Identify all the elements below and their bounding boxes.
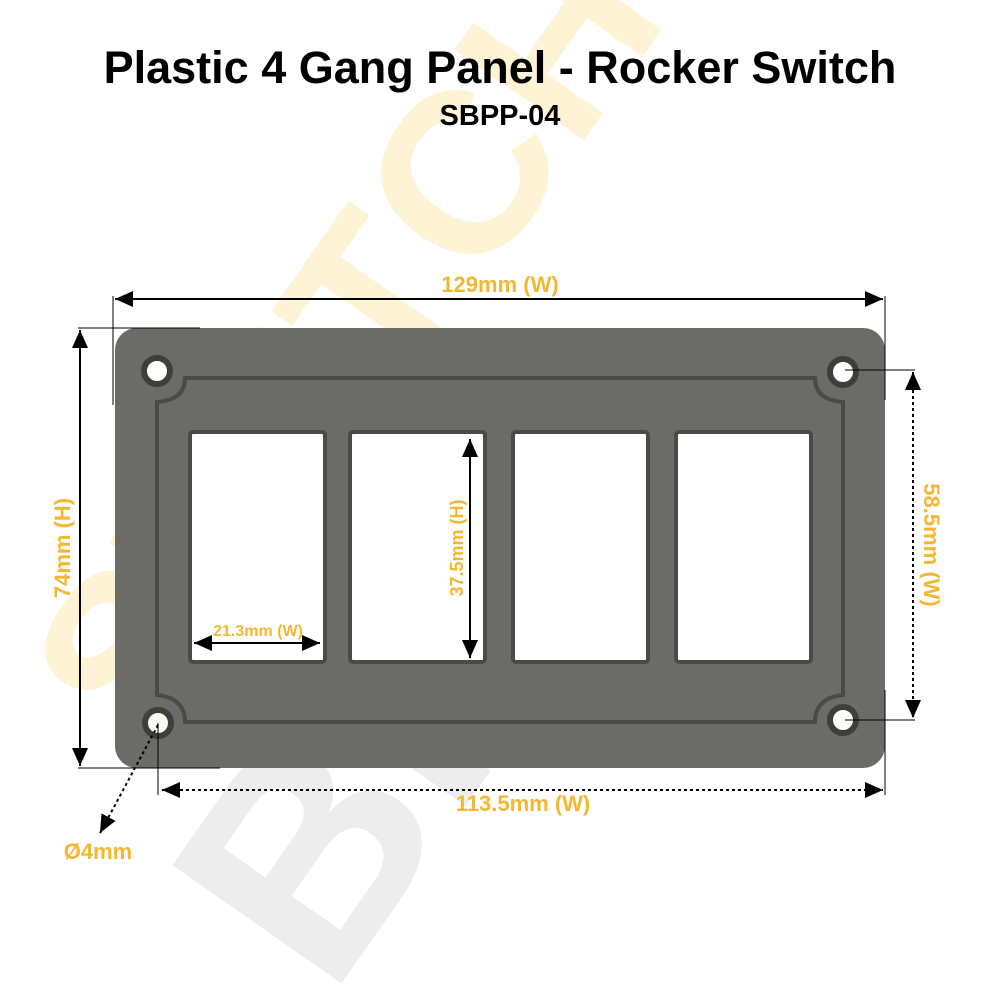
cutout-height-label: 37.5mm (H) [447, 499, 467, 596]
hole-spacing-width-label: 113.5mm (W) [456, 791, 591, 816]
overall-height-label: 74mm (H) [50, 498, 75, 598]
cutout-1 [188, 430, 327, 664]
page-title: Plastic 4 Gang Panel - Rocker Switch [103, 42, 897, 93]
mount-hole-tr [827, 356, 859, 388]
dimension-lines [72, 291, 921, 834]
raised-frame [155, 376, 845, 724]
cutout-4 [674, 430, 813, 664]
cutout-2 [348, 430, 487, 664]
cutout-width-label: 21.3mm (W) [213, 623, 303, 640]
cutout-3 [511, 430, 650, 664]
hole-diameter-label: Ø4mm [64, 839, 132, 864]
gang-panel [115, 328, 885, 768]
mount-hole-tl [141, 355, 173, 387]
hole-spacing-height-label: 58.5mm (W) [919, 483, 944, 606]
overall-width-label: 129mm (W) [441, 272, 558, 297]
model-number: SBPP-04 [439, 100, 561, 132]
